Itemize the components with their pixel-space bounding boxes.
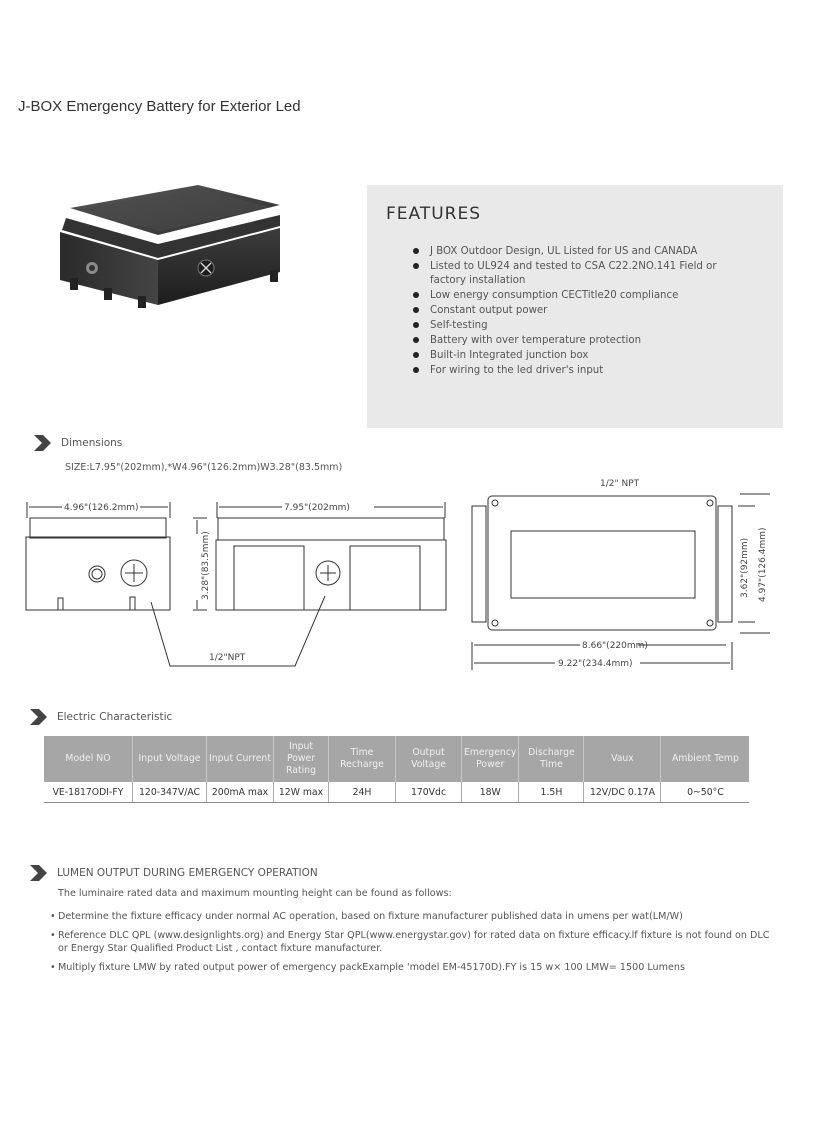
electric-table: Model NO Input Voltage Input Current Inp… xyxy=(44,736,750,803)
feature-item: Built-in Integrated junction box xyxy=(413,349,753,363)
top-outer-width-label: 9.22"(234.4mm) xyxy=(558,659,633,669)
front-length-label: 7.95"(202mm) xyxy=(284,503,350,513)
table-cell: 200mA max xyxy=(206,782,274,803)
dimensions-heading: Dimensions xyxy=(34,435,122,451)
top-npt-label: 1/2" NPT xyxy=(600,479,640,489)
page-title: J-BOX Emergency Battery for Exterior Led xyxy=(18,98,301,115)
features-panel: FEATURES J BOX Outdoor Design, UL Listed… xyxy=(367,185,783,428)
features-list: J BOX Outdoor Design, UL Listed for US a… xyxy=(413,245,753,379)
lumen-label: LUMEN OUTPUT DURING EMERGENCY OPERATION xyxy=(57,867,318,879)
column-header: Vaux xyxy=(583,736,662,782)
size-line: SIZE:L7.95"(202mm),*W4.96"(126.2mm)W3.28… xyxy=(65,462,343,473)
table-cell: 0~50°C xyxy=(660,782,750,803)
features-heading: FEATURES xyxy=(386,204,482,224)
column-header: Input Voltage xyxy=(132,736,207,782)
electric-label: Electric Characteristic xyxy=(57,711,173,723)
top-inner-width-label: 8.66"(220mm) xyxy=(582,641,648,651)
column-header: Ambient Temp xyxy=(660,736,750,782)
section-arrow-icon xyxy=(30,709,47,725)
column-header: Emergency Power xyxy=(461,736,520,782)
feature-item: J BOX Outdoor Design, UL Listed for US a… xyxy=(413,245,753,259)
side-height-label: 3.28"(83.5mm) xyxy=(201,531,211,600)
lumen-intro: The luminaire rated data and maximum mou… xyxy=(58,888,452,899)
feature-item: Low energy consumption CECTitle20 compli… xyxy=(413,289,753,303)
dimensions-label: Dimensions xyxy=(61,437,123,449)
table-cell: 120-347V/AC xyxy=(132,782,207,803)
lumen-heading: LUMEN OUTPUT DURING EMERGENCY OPERATION xyxy=(30,865,318,881)
table-cell: VE-1817ODI-FY xyxy=(44,782,133,803)
feature-item: For wiring to the led driver's input xyxy=(413,364,753,378)
feature-item: Listed to UL924 and tested to CSA C22.2N… xyxy=(413,260,753,287)
section-arrow-icon xyxy=(34,435,51,451)
table-cell: 170Vdc xyxy=(395,782,462,803)
table-row: VE-1817ODI-FY 120-347V/AC 200mA max 12W … xyxy=(44,782,750,803)
side-width-label: 4.96"(126.2mm) xyxy=(64,503,139,513)
column-header: Time Recharge xyxy=(328,736,396,782)
section-arrow-icon xyxy=(30,865,47,881)
table-header-row: Model NO Input Voltage Input Current Inp… xyxy=(44,736,750,782)
dimension-drawings: 4.96"(126.2mm) 7.95"(202mm) 3.28"(83.5mm… xyxy=(25,479,770,670)
feature-item: Battery with over temperature protection xyxy=(413,334,753,348)
table-cell: 18W xyxy=(461,782,520,803)
table-cell: 12V/DC 0.17A xyxy=(583,782,662,803)
column-header: Model NO xyxy=(44,736,133,782)
feature-item: Self-testing xyxy=(413,319,753,333)
list-item: Multiply fixture LMW by rated output pow… xyxy=(50,961,770,974)
lumen-list: Determine the fixture efficacy under nor… xyxy=(50,910,770,980)
top-inner-height-label: 3.62"(92mm) xyxy=(740,538,750,598)
top-outer-height-label: 4.97"(126.4mm) xyxy=(758,527,768,602)
table-cell: 24H xyxy=(328,782,396,803)
column-header: Input Power Rating xyxy=(273,736,329,782)
npt-label: 1/2"NPT xyxy=(209,653,246,663)
list-item: Reference DLC QPL (www.designlights.org)… xyxy=(50,929,770,955)
electric-heading: Electric Characteristic xyxy=(30,709,172,725)
product-photo xyxy=(60,185,280,308)
feature-item: Constant output power xyxy=(413,304,753,318)
list-item: Determine the fixture efficacy under nor… xyxy=(50,910,770,923)
table-cell: 12W max xyxy=(273,782,329,803)
table-cell: 1.5H xyxy=(518,782,585,803)
column-header: Discharge Time xyxy=(518,736,585,782)
column-header: Output Voltage xyxy=(395,736,462,782)
column-header: Input Current xyxy=(206,736,274,782)
